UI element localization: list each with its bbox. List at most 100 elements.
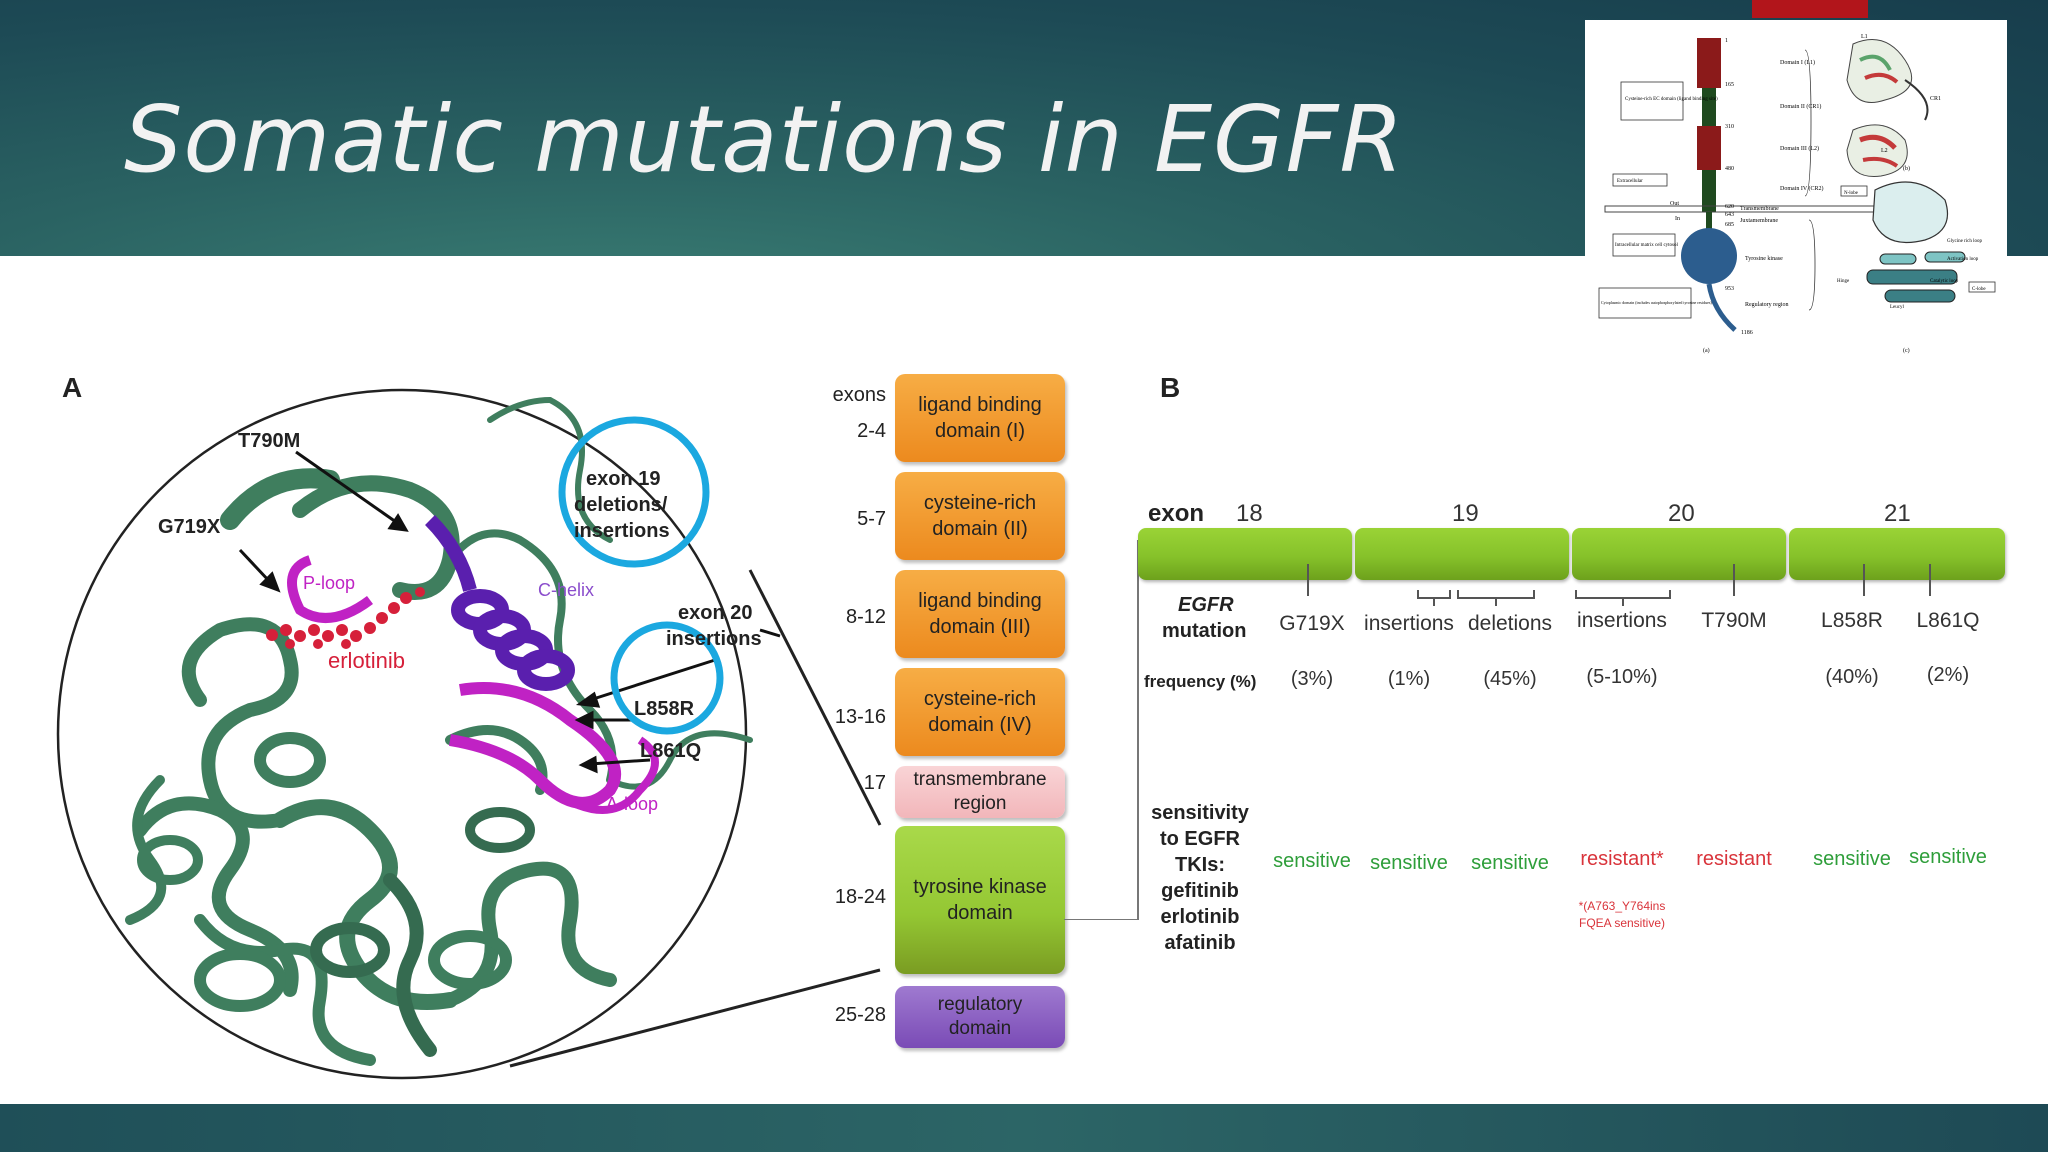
mutation-exon19-insertions: insertions [1364,612,1454,635]
svg-text:Glycine rich loop: Glycine rich loop [1947,239,1982,244]
mutation-t790m: T790M [1701,609,1767,632]
exon20-annotation-line2: insertions [666,628,762,650]
exon-20-bar [1572,528,1786,580]
ectodomain-structure-icon [1846,39,1929,177]
svg-text:N-lobe: N-lobe [1844,191,1859,196]
svg-text:Leucyl: Leucyl [1890,305,1904,310]
exons-header: exons [832,384,886,406]
l858r-callout-circle [610,621,724,735]
exon19-callout-circle [558,416,710,568]
exon-18-bar [1138,528,1352,580]
mutation-l861q: L861Q [1916,609,1980,632]
panel-a-label: A [62,372,83,403]
exon-range: 17 [863,772,886,794]
p-loop-icon [287,555,373,623]
mutation-ticks [1307,564,1931,606]
mutation-l858r: L858R [1821,609,1883,632]
protein-ribbon-icon [125,397,753,1066]
frequency-l858r: (40%) [1825,666,1879,688]
exon19-annotation-line1: exon 19 [586,468,661,490]
exon-axis-label: exon [1148,500,1205,527]
svg-text:In: In [1675,216,1680,222]
mutation-exon20-insertions: insertions [1577,609,1667,632]
exon-number-18: 18 [1236,500,1263,527]
exon-range: 5-7 [857,508,886,530]
g719x-annotation: G719X [158,516,221,538]
slide-title: Somatic mutations in EGFR [124,86,1405,193]
egfr-schematic-inset: 1 165 310 480 620 643 685 953 1186 Domai… [1585,20,2007,356]
svg-text:Cytoplasmic domain (includes a: Cytoplasmic domain (includes autophospho… [1601,300,1712,305]
resistance-footnote: *(A763_Y764ins FQEA sensitive) [1578,899,1666,930]
sensitivity-row-label: sensitivity to EGFR TKIs: gefitinib erlo… [1151,802,1249,954]
exon-number-21: 21 [1884,500,1911,527]
zoom-line-bottom [509,968,881,1068]
svg-text:643: 643 [1725,212,1734,218]
exon19-annotation-line2: deletions/ [574,494,668,516]
exon19-annotation-line3: insertions [574,520,670,542]
c-helix-label: C-helix [538,580,595,600]
svg-text:Intracellular matrix cell cyto: Intracellular matrix cell cytosol [1615,243,1679,248]
svg-text:CR1: CR1 [1930,96,1941,102]
zoom-line-top [748,569,882,826]
svg-text:Regulatory region: Regulatory region [1745,302,1789,308]
a-loop-label: A-loop [606,794,659,814]
erlotinib-label: erlotinib [328,648,406,673]
svg-text:685: 685 [1725,222,1734,228]
svg-text:1186: 1186 [1741,330,1753,336]
frequency-exon19-insertions: (1%) [1387,668,1431,690]
erlotinib-molecule-icon [266,587,425,649]
sensitivity-exon19-deletions: sensitive [1471,852,1549,874]
svg-text:620: 620 [1725,204,1734,210]
svg-text:Cysteine-rich EC domain (ligan: Cysteine-rich EC domain (ligand binding … [1625,97,1718,102]
egfr-schematic-figure: 1 165 310 480 620 643 685 953 1186 Domai… [1598,34,1996,354]
svg-text:Out: Out [1670,201,1679,207]
svg-text:Domain III (L2): Domain III (L2) [1780,145,1819,152]
svg-text:Domain I (L1): Domain I (L1) [1780,59,1815,66]
svg-text:Hinge: Hinge [1837,279,1850,284]
svg-text:Catalytic loop: Catalytic loop [1930,279,1959,284]
svg-text:(a): (a) [1703,347,1710,354]
frequency-exon19-deletions: (45%) [1483,668,1537,690]
svg-text:Extracellular: Extracellular [1617,179,1643,184]
mutation-row-label: mutation [1162,620,1247,642]
svg-text:L2: L2 [1881,148,1888,154]
panel-b-label: B [1160,372,1181,403]
exon-range: 18-24 [834,886,886,908]
svg-text:(c): (c) [1903,347,1910,354]
kinase-structure-icon [1866,181,1966,303]
egfr-row-label: EGFR [1178,594,1234,616]
kinase-structure-panel [56,388,882,1080]
svg-text:C-lobe: C-lobe [1972,287,1986,292]
accent-tab [1752,0,1868,18]
footer-band [0,1104,2048,1152]
l861q-annotation: L861Q [640,740,702,762]
svg-text:165: 165 [1725,82,1734,88]
annotation-arrows [238,450,781,774]
exon-range: 25-28 [834,1004,886,1026]
svg-text:953: 953 [1725,286,1734,292]
exon-number-19: 19 [1452,500,1479,527]
kinase-connector-line [1064,540,1139,920]
frequency-row-label: frequency (%) [1144,672,1257,691]
t790m-annotation: T790M [238,430,301,452]
sensitivity-exon20-insertions: resistant* [1580,848,1664,870]
exon-number-20: 20 [1668,500,1695,527]
a-loop-icon [449,682,621,809]
svg-text:L1: L1 [1861,34,1868,40]
svg-text:Transmembrane: Transmembrane [1740,206,1779,212]
exon20-annotation-line1: exon 20 [678,602,753,624]
mutation-g719x: G719X [1279,612,1345,635]
sensitivity-l861q: sensitive [1909,846,1987,868]
l858r-annotation: L858R [634,698,695,720]
frequency-l861q: (2%) [1926,664,1970,686]
sensitivity-exon19-insertions: sensitive [1370,852,1448,874]
exon-19-bar [1355,528,1569,580]
exon-21-bar [1789,528,2005,580]
frequency-g719x: (3%) [1290,668,1334,690]
